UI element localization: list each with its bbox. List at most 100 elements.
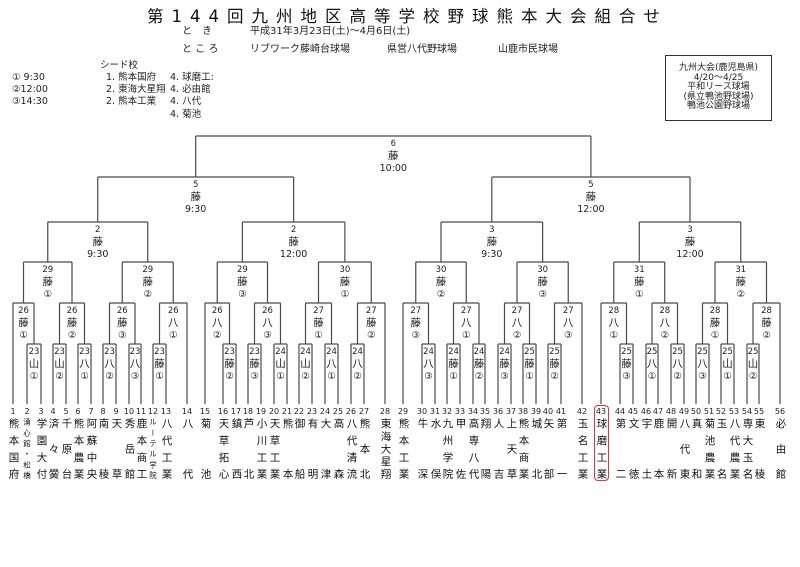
match-slot: ③ <box>622 370 631 382</box>
match-day: 26 <box>211 306 223 316</box>
match-day: 23 <box>54 347 65 357</box>
match-venue: 八 <box>423 358 434 370</box>
team-number: 22 <box>293 407 305 416</box>
team-number: 39 <box>530 407 542 416</box>
match-venue: 八 <box>697 358 708 370</box>
kyushu-info-line: 4/20～4/25 <box>693 72 744 83</box>
team-number: 9 <box>113 407 119 416</box>
team-number: 26 <box>345 407 357 416</box>
team-number: 56 <box>774 407 786 416</box>
match-venue: 藤 <box>92 236 104 248</box>
match-slot: ① <box>43 288 53 300</box>
team-number: 34 <box>467 407 479 416</box>
match-venue: 藤 <box>66 317 78 329</box>
team-name: 御船 <box>293 418 306 479</box>
match-venue: 藤 <box>154 358 165 370</box>
match-slot: ② <box>225 370 234 382</box>
team-number: 18 <box>242 407 254 416</box>
team-number: 41 <box>555 407 567 416</box>
match-slot: ① <box>449 370 458 382</box>
match-slot: 10:00 <box>379 162 407 174</box>
match-slot: ③ <box>500 370 509 382</box>
seed-item: 4. 菊池 <box>170 109 202 120</box>
team-name: 有明 <box>306 418 319 479</box>
team-number: 1 <box>10 407 16 416</box>
team-name: 第一 <box>555 418 568 479</box>
team-name: 上天草 <box>505 418 518 479</box>
match-venue: 藤 <box>339 276 351 288</box>
match-slot: ② <box>143 288 153 300</box>
match-venue: 八 <box>646 358 658 370</box>
team-name: 熊本農業 <box>72 418 85 479</box>
match-day: 25 <box>549 347 560 357</box>
match-venue: 八 <box>659 317 670 329</box>
match-venue: 八 <box>608 317 619 329</box>
match-venue: 藤 <box>237 276 248 288</box>
match-day: 25 <box>646 347 658 357</box>
match-venue: 山 <box>54 358 65 370</box>
match-slot: 9:30 <box>185 203 207 215</box>
match-day: 24 <box>275 347 286 357</box>
match-slot: ③ <box>263 329 272 341</box>
team-name: 必由館 <box>774 418 787 479</box>
match-venue: 藤 <box>524 358 535 370</box>
team-name: 高森 <box>332 418 345 479</box>
match-day: 27 <box>313 306 324 316</box>
team-number: 7 <box>88 407 94 416</box>
team-number: 10 <box>123 407 135 416</box>
match-day: 26 <box>66 306 78 316</box>
match-day: 27 <box>365 306 377 316</box>
match-slot: ② <box>366 329 376 341</box>
team-number: 4 <box>50 407 56 416</box>
match-day: 25 <box>524 347 535 357</box>
venue-label: と こ ろ <box>182 44 219 55</box>
team-name: 天草 <box>110 418 123 479</box>
team-name: 球磨工業 <box>595 418 608 479</box>
team-name: 鹿本 <box>652 418 665 479</box>
team-number: 11 <box>135 407 147 416</box>
team-name: 天草拓心 <box>217 418 230 479</box>
team-number: 49 <box>678 407 690 416</box>
team-name: 八代清流 <box>345 418 358 479</box>
match-slot: ② <box>67 329 77 341</box>
match-slot: ① <box>168 329 178 341</box>
team-name: 菊池農業 <box>703 418 716 479</box>
match-day: 29 <box>42 265 54 275</box>
match-slot: 12:00 <box>279 248 308 260</box>
match-venue: 八 <box>79 358 90 370</box>
highlight-box <box>593 405 609 481</box>
seed-item: 2. 東海大星翔 <box>106 84 166 95</box>
team-number: 30 <box>416 407 428 416</box>
match-slot: ③ <box>117 329 127 341</box>
team-name: 大津 <box>319 418 332 479</box>
seed-item: 2. 熊本工業 <box>106 96 157 107</box>
team-name: 甲佐 <box>454 418 467 479</box>
match-venue: 藤 <box>761 317 772 329</box>
match-slot: ③ <box>238 288 247 300</box>
match-slot: ② <box>301 370 310 382</box>
match-day: 24 <box>448 347 459 357</box>
match-day: 27 <box>562 306 574 316</box>
match-venue: 八 <box>129 358 141 370</box>
match-day: 25 <box>722 347 733 357</box>
